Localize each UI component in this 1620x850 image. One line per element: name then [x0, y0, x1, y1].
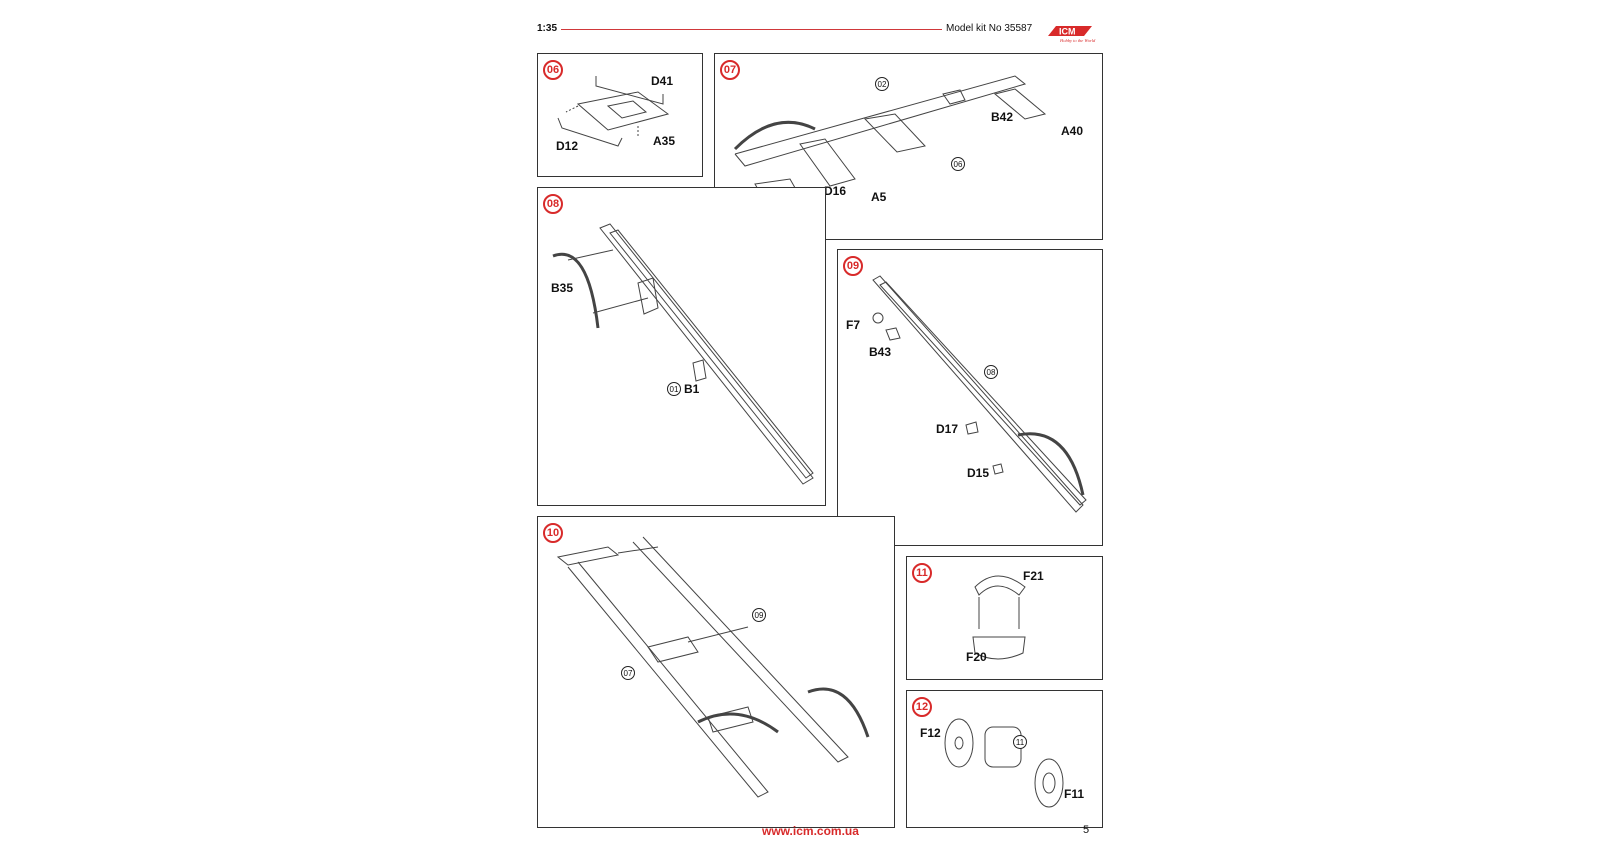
part-label: D17	[936, 422, 959, 436]
svg-text:ICM: ICM	[1059, 27, 1076, 37]
part-label: A35	[653, 134, 676, 148]
part-label: A40	[1061, 124, 1084, 138]
header-rule	[561, 29, 942, 30]
step-06-diagram	[557, 76, 670, 147]
part-label: D16	[824, 184, 847, 198]
part-label: D12	[556, 139, 579, 153]
ref-circle: 11	[1013, 735, 1027, 749]
step-number: 12	[912, 697, 932, 717]
ref-circle: 01	[667, 382, 681, 396]
part-label: D41	[651, 74, 674, 88]
part-label: F21	[1023, 569, 1044, 583]
svg-text:Hobby to the World: Hobby to the World	[1059, 38, 1096, 43]
step-10-panel: 10 09 07	[537, 516, 895, 828]
part-label: B1	[684, 382, 700, 396]
step-11-diagram	[972, 575, 1026, 660]
ref-circle: 06	[951, 157, 965, 171]
step-number: 07	[720, 60, 740, 80]
step-10-diagram	[556, 536, 870, 798]
website-link[interactable]: www.icm.com.ua	[762, 824, 859, 838]
ref-circle: 02	[875, 77, 889, 91]
step-08-diagram	[552, 223, 814, 485]
kit-number: Model kit No 35587	[946, 23, 1033, 34]
step-12-panel: 12 F12 11 F11	[906, 690, 1103, 828]
step-09-diagram	[872, 275, 1087, 513]
part-label: F12	[920, 726, 941, 740]
part-label: B43	[869, 345, 892, 359]
part-label: F11	[1064, 787, 1085, 801]
step-06-panel: 06 D41 D12 A35	[537, 53, 703, 177]
part-label: B42	[991, 110, 1014, 124]
page-number: 5	[1083, 824, 1090, 836]
part-label: D15	[967, 466, 990, 480]
step-09-panel: 09 F7 B43 08 D17 D15	[837, 249, 1103, 546]
ref-circle: 08	[984, 365, 998, 379]
part-label: F7	[846, 318, 861, 332]
ref-circle: 07	[621, 666, 635, 680]
step-number: 09	[843, 256, 863, 276]
icm-logo: ICM Hobby to the World	[1048, 26, 1096, 43]
ref-circle: 09	[752, 608, 766, 622]
step-number: 06	[543, 60, 563, 80]
step-number: 11	[912, 563, 932, 583]
step-08-panel: 08 B35 01 B1	[537, 187, 826, 506]
scale-label: 1:35	[537, 23, 558, 34]
step-07-diagram	[733, 75, 1047, 220]
part-label: A5	[871, 190, 887, 204]
part-label: B35	[551, 281, 574, 295]
step-11-panel: 11 F21 F20	[906, 556, 1103, 680]
step-number: 08	[543, 194, 563, 214]
part-label: F20	[966, 650, 987, 664]
step-12-diagram	[944, 718, 1064, 808]
step-number: 10	[543, 523, 563, 543]
